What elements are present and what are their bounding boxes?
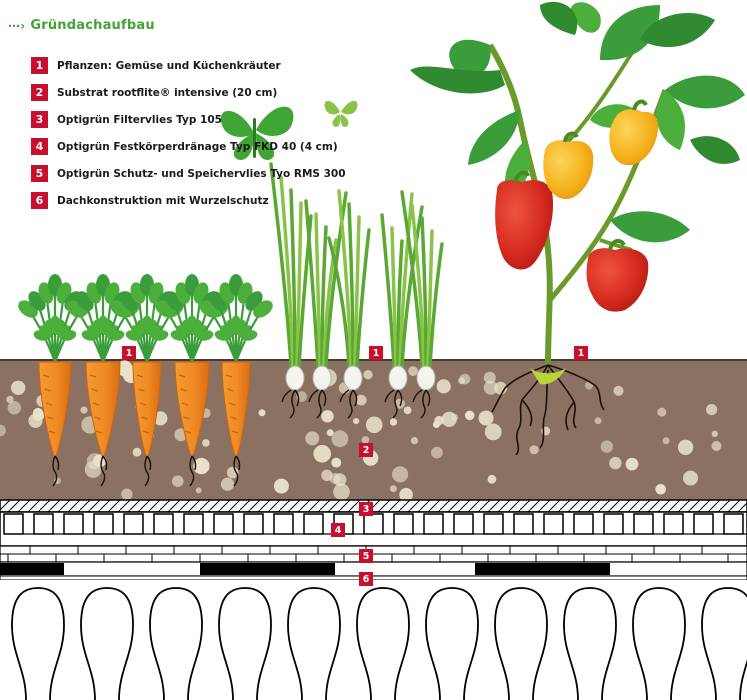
onion-plants [269,162,444,419]
legend-item: 3 Optigrün Filtervlies Typ 105 [31,106,346,133]
drainage-layer [0,511,747,547]
legend-number: 1 [31,57,48,74]
diagram-title: ⋯› Gründachaufbau [8,18,155,33]
filter-fleece-layer [0,499,747,513]
marker-filter: 3 [359,502,373,516]
legend-item: 5 Optigrün Schutz- und Speichervlies Tyo … [31,160,346,187]
legend-number: 2 [31,84,48,101]
roof-construction-layer [0,580,747,700]
pepper-leaves [410,1,745,243]
legend-number: 3 [31,111,48,128]
substrate-pebbles [0,360,722,502]
marker-drainage: 4 [331,523,345,537]
legend-item: 4 Optigrün Festkörperdränage Typ FKD 40 (… [31,133,346,160]
protection-fleece-layer [0,545,747,563]
legend-label: Substrat rootflite® intensive (20 cm) [57,86,278,99]
legend-item: 6 Dachkonstruktion mit Wurzelschutz [31,187,346,214]
butterfly-icon [324,100,358,127]
butterfly-icon [220,106,294,160]
diagram-title-text: Gründachaufbau [30,18,155,33]
legend-label: Optigrün Filtervlies Typ 105 [57,113,222,126]
marker-carrots: 1 [122,346,136,360]
legend: 1 Pflanzen: Gemüse und Küchenkräuter 2 Sub… [31,52,346,214]
legend-item: 2 Substrat rootflite® intensive (20 cm) [31,79,346,106]
pepper-fruits [495,99,659,312]
marker-onions: 1 [369,346,383,360]
legend-label: Pflanzen: Gemüse und Küchenkräuter [57,59,281,72]
marker-fleece: 5 [359,549,373,563]
arrow-right-icon: ⋯› [8,18,26,33]
marker-pepper: 1 [574,346,588,360]
legend-label: Dachkonstruktion mit Wurzelschutz [57,194,269,207]
pepper-plant [410,1,745,456]
legend-number: 4 [31,138,48,155]
legend-label: Optigrün Festkörperdränage Typ FKD 40 (4… [57,140,338,153]
substrate-layer [0,359,747,502]
legend-label: Optigrün Schutz- und Speichervlies Tyo R… [57,167,346,180]
legend-number: 6 [31,192,48,209]
carrot-plants [18,274,273,487]
legend-item: 1 Pflanzen: Gemüse und Küchenkräuter [31,52,346,79]
marker-substrate: 2 [359,443,373,457]
marker-roof: 6 [359,572,373,586]
root-barrier-layer [0,561,747,581]
legend-number: 5 [31,165,48,182]
